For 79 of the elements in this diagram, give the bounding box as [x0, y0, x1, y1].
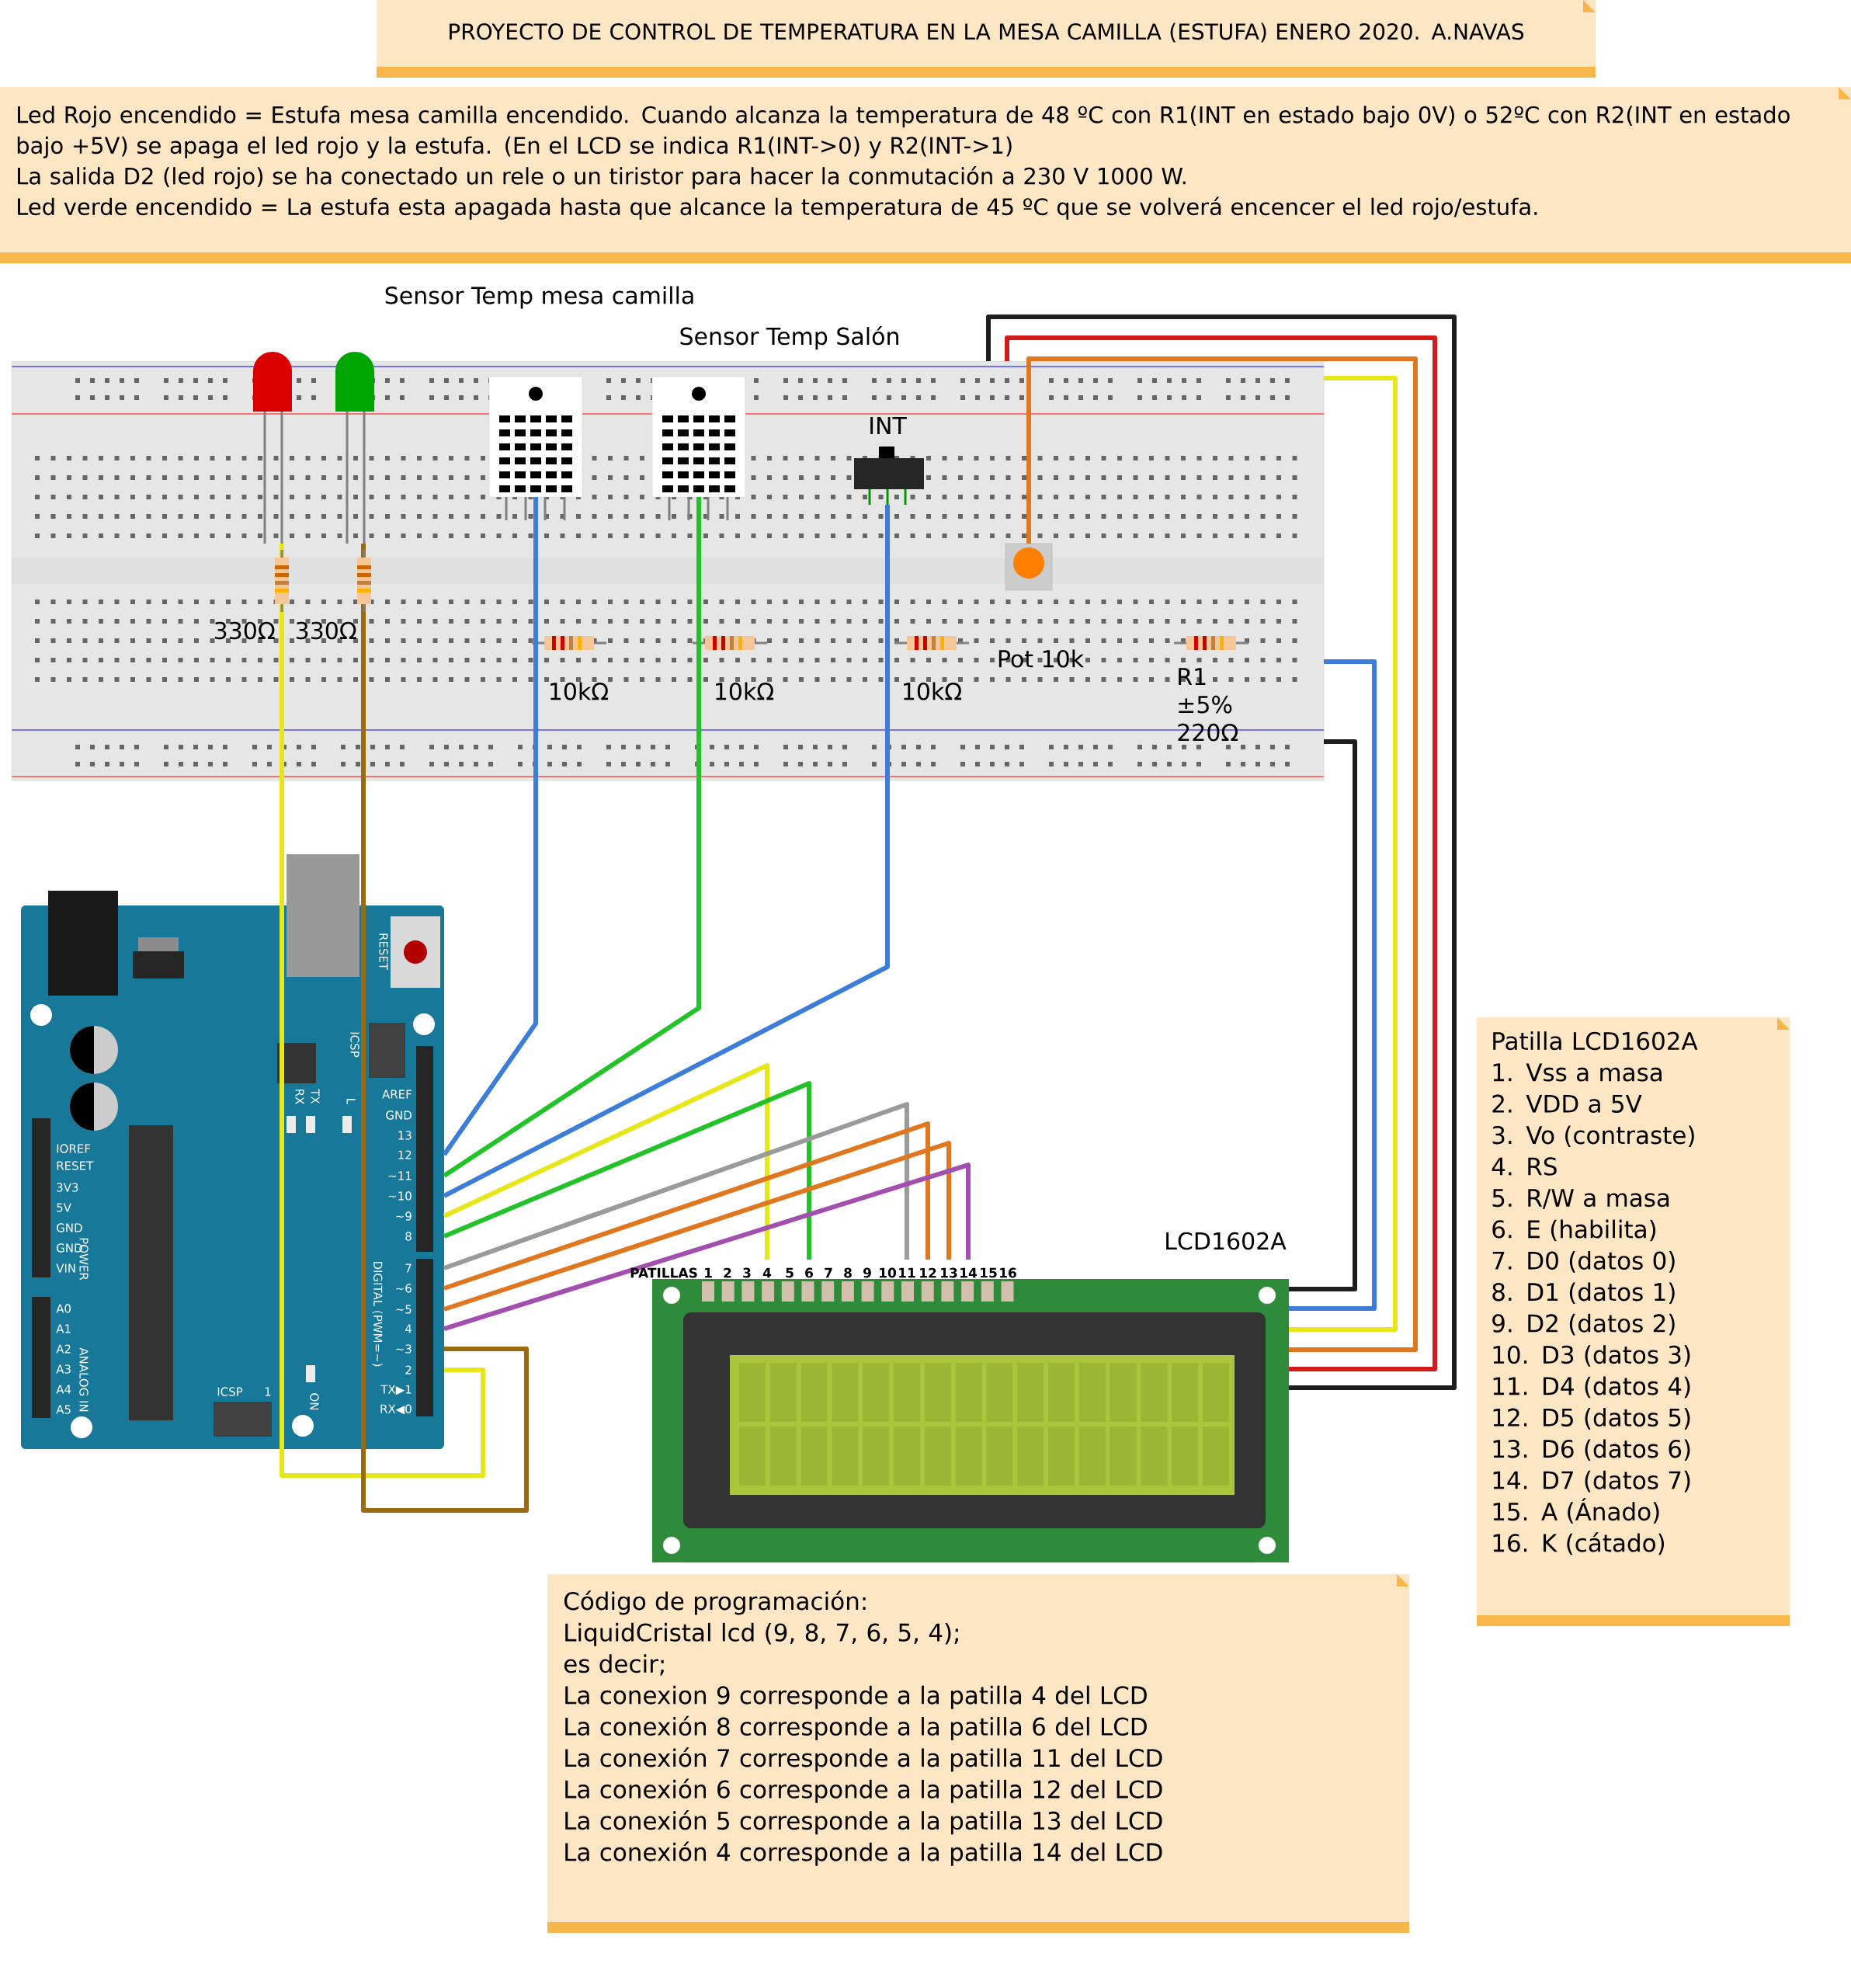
pin-label: 8: [405, 1232, 412, 1241]
pin-label: IOREF: [57, 1144, 91, 1153]
pin-label: GND: [57, 1223, 82, 1232]
pin-label: VIN: [56, 1263, 75, 1273]
sensor-drawing: [488, 376, 583, 520]
pin-label: A4: [56, 1385, 71, 1394]
wire: [443, 505, 890, 1198]
wire: [1289, 659, 1377, 1311]
sensor-drawing: [651, 376, 746, 520]
note-card: Código de programación: LiquidCristal lcd (9, 8, 7, 6, 5, 4); es decir; La conexion 9 corresponde a la patilla 4 del LCD La conexión 8 corresponde a la patilla 6 del LCD La conexión 7 corresponde a la patilla 11 del LCD La conexión 6 corresponde a la patilla 12 del LCD La conexión 5 corresponde a la patilla 13 del LCD La conexión 4 corresponde a la patilla 14 del LCD: [547, 1574, 1409, 1934]
board-label: 1: [265, 1387, 271, 1396]
board-label: L: [346, 1099, 356, 1105]
pin-number: 4: [762, 1267, 772, 1278]
breadboard-drawing: [11, 361, 1325, 781]
note-card: Patilla LCD1602A 1. Vss a masa 2. VDD a 5V 3. Vo (contraste) 4. RS 5. R/W a masa 6. E (habilita) 7. D0 (datos 0) 8. D1 (datos 1) 9. D2 (datos 2) 10. D3 (datos 3) 11. D4 (datos 4) 12. D5 (datos 5) 13. D6 (datos 6) 14. D7 (datos 7) 15. A (Ánado) 16. K (cátado): [1477, 1017, 1790, 1626]
pin-label: 3V3: [57, 1183, 78, 1192]
resistor-value: 10kΩ: [904, 682, 962, 700]
wire: [443, 1102, 909, 1270]
pin-label: A2: [56, 1344, 71, 1354]
note-card: Led Rojo encendido = Estufa mesa camilla encendido. Cuando alcanza la temperatura de 48 ºC con R1(INT en estado bajo 0V) o 52ºC con R2(INT en estado bajo +5V) se apaga el led rojo y la estufa. (En el LCD se indica R1(INT->0) y R2(INT->1) La salida D2 (led rojo) se ha conectado un rele o un tiristor para hacer la conmutación a 230 V 1000 W. Led verde encendido = La estufa esta apagada hasta que alcance la temperatura de 45 ºC que se volverá encencer el led rojo/estufa.: [0, 87, 1851, 263]
pin-number: 6: [805, 1267, 813, 1278]
pin-label: ~6: [396, 1284, 412, 1293]
pin-label: 12: [398, 1150, 412, 1159]
pin-label: RX◀0: [380, 1404, 412, 1415]
pin-label: A1: [56, 1324, 71, 1333]
board-label: TX: [311, 1089, 320, 1104]
pin-label: GND: [386, 1110, 412, 1120]
board-drawing: [21, 854, 444, 1449]
resistor-value: R1 ±5% 220Ω: [1178, 668, 1238, 742]
board-label: DIGITAL (PWM=~): [372, 1261, 383, 1367]
pin-label: RESET: [57, 1161, 94, 1170]
pin-number: 11: [899, 1267, 915, 1278]
header-label: PATILLAS: [630, 1267, 697, 1278]
resistor-value: 330Ω: [296, 621, 356, 640]
pin-label: A5: [56, 1405, 71, 1414]
pin-label: A0: [56, 1304, 71, 1313]
resistor-value: 10kΩ: [716, 682, 774, 700]
pin-number: 12: [920, 1267, 936, 1278]
board-label: ICSP: [217, 1387, 243, 1396]
lcd-display-drawing: [652, 1279, 1289, 1562]
pin-label: ~11: [388, 1171, 412, 1180]
board-label: RX: [295, 1090, 304, 1104]
wire: [361, 544, 529, 1513]
component-caption: INT: [870, 417, 907, 434]
resistor-value: 330Ω: [214, 621, 275, 640]
resistor-value: 10kΩ: [550, 682, 609, 700]
wire: [443, 497, 701, 1178]
component-caption: Sensor Temp mesa camilla: [385, 286, 693, 309]
pin-label: 5V: [57, 1203, 71, 1212]
pin-label: ~3: [396, 1344, 412, 1354]
switch-drawing: [854, 447, 924, 505]
pin-number: 13: [941, 1267, 957, 1278]
title-card: PROYECTO DE CONTROL DE TEMPERATURA EN LA MESA CAMILLA (ESTUFA) ENERO 2020. A.NAVAS: [377, 0, 1596, 78]
pin-label: TX▶1: [380, 1385, 412, 1395]
pin-label: 4: [405, 1324, 412, 1333]
pin-label: AREF: [382, 1090, 412, 1099]
pin-label: 7: [405, 1263, 412, 1273]
board-label: RESET: [379, 933, 388, 971]
potentiometer-drawing: [1005, 543, 1053, 591]
wire: [443, 1121, 930, 1291]
pin-label: ~5: [396, 1305, 412, 1314]
pin-label: A3: [56, 1364, 71, 1374]
board-label: ON: [310, 1393, 319, 1410]
pin-label: 2: [405, 1365, 412, 1375]
wire: [443, 1163, 971, 1331]
component-caption: Sensor Temp Salón: [680, 325, 898, 350]
component-caption: LCD1602A: [1166, 1232, 1287, 1250]
board-label: ANALOG IN: [79, 1347, 89, 1412]
wire: [442, 497, 538, 1156]
pin-number: 14: [960, 1267, 978, 1278]
pin-label: ~10: [388, 1191, 412, 1201]
pin-label: ~9: [396, 1211, 412, 1221]
board-label: ICSP: [350, 1032, 359, 1058]
wire: [280, 544, 485, 1478]
wire: [1289, 739, 1357, 1291]
wire: [443, 1141, 951, 1312]
pin-label: 13: [398, 1131, 412, 1140]
wire: [1289, 376, 1398, 1332]
component-caption: Pot 10k: [998, 649, 1084, 668]
